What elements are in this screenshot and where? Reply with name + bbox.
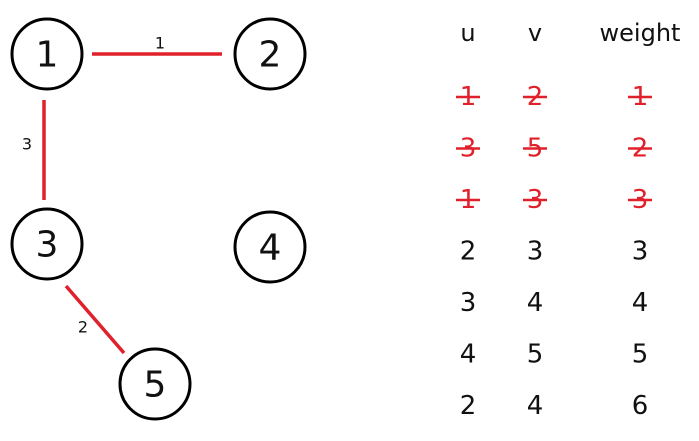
table-header-weight: weight [600,19,681,47]
table-header-v: v [528,19,542,47]
table-header-u: u [460,19,475,47]
node-circle [233,17,307,91]
table-cell-u: 2 [460,237,477,267]
node-label: 2 [259,35,282,76]
edge-weight-label-n1-n3: 3 [22,135,32,154]
table-cell-v: 4 [527,391,544,421]
node-circle [10,17,84,91]
table-cell-u: 4 [460,340,477,370]
node-label: 3 [36,225,59,266]
table-cell-u: 2 [460,391,477,421]
node-1: 1 [10,17,84,91]
nodes-layer: 1 2 3 4 5 [10,17,307,421]
edge-weight-label-n3-n5: 2 [78,318,88,337]
table-row: 3 4 4 [460,288,649,318]
node-3: 3 [10,207,84,281]
table-row: 4 5 5 [460,340,649,370]
node-circle [118,347,192,421]
node-circle [233,210,307,284]
table-cell-weight: 3 [632,237,649,267]
node-label: 4 [259,228,282,269]
node-2: 2 [233,17,307,91]
node-label: 5 [144,365,167,406]
node-4: 4 [233,210,307,284]
table-cell-v: 4 [527,288,544,318]
node-5: 5 [118,347,192,421]
table-cell-v: 5 [527,340,544,370]
edge-weight-label-n1-n2: 1 [155,34,165,53]
node-circle [10,207,84,281]
table-row: 2 3 3 [460,237,649,267]
table-cell-v: 3 [527,237,544,267]
node-label: 1 [36,35,59,76]
table-cell-weight: 4 [632,288,649,318]
table-cell-u: 3 [460,288,477,318]
edges-layer: 1 3 2 [22,34,222,355]
table-cell-weight: 5 [632,340,649,370]
table-cell-weight: 6 [632,391,649,421]
edge-n3-n5 [64,284,126,355]
table-row: 2 4 6 [460,391,649,421]
